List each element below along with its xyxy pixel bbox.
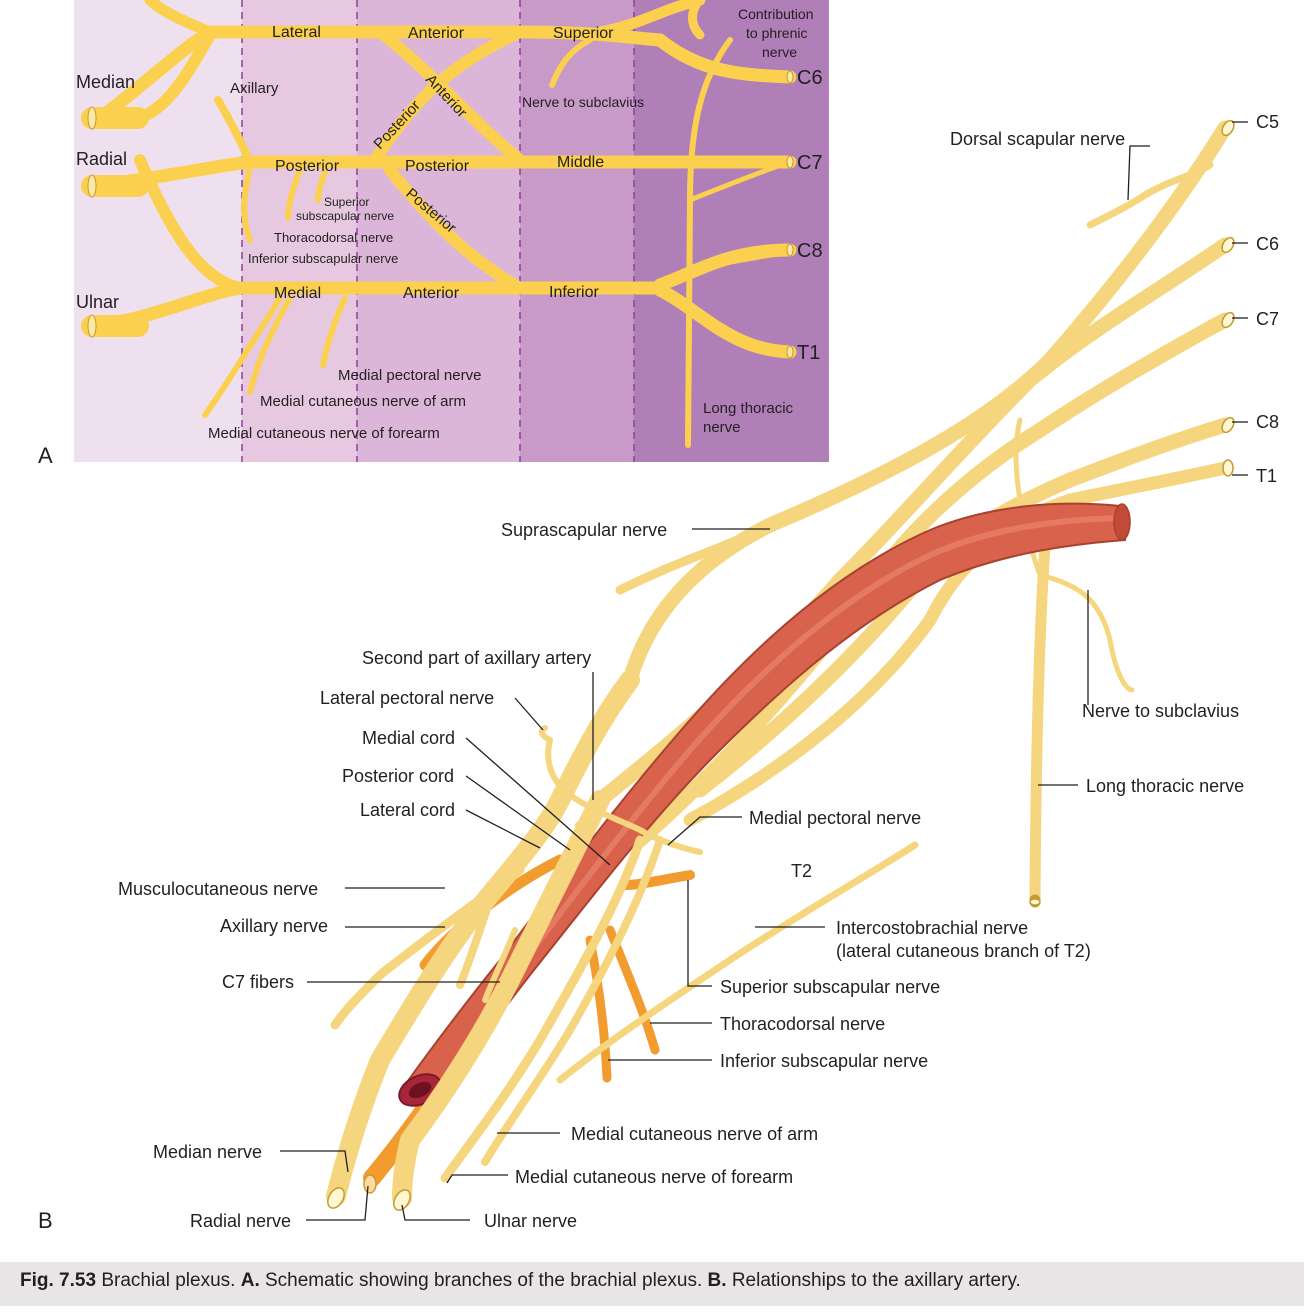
trunk-label-middle: Middle: [557, 154, 604, 171]
trunk-label-inferior: Inferior: [549, 284, 599, 301]
label-ulnar-nerve: Ulnar nerve: [484, 1211, 577, 1231]
band-branches: [242, 0, 357, 462]
nerves-front-layer: [326, 670, 919, 1208]
label-dorsal-scapular: Dorsal scapular nerve: [950, 129, 1125, 149]
caption-title: Brachial plexus.: [101, 1270, 236, 1291]
caption-a-label: A.: [240, 1270, 260, 1291]
root-label-b-c6: C6: [1256, 234, 1279, 254]
terminal-label-radial: Radial: [76, 149, 127, 169]
label-phrenic-1: Contribution: [738, 6, 814, 22]
panel-b-illustration: B C5 C6 C7 C8 T1 Dorsal scapular nerve S…: [38, 112, 1279, 1233]
root-label-c7: C7: [797, 152, 823, 174]
cord-label-medial: Medial: [274, 285, 321, 302]
label-thoracodorsal: Thoracodorsal nerve: [720, 1014, 885, 1034]
cord-label-posterior: Posterior: [275, 158, 340, 175]
label-suprascapular: Suprascapular nerve: [501, 520, 667, 540]
label-long-thoracic: Long thoracic nerve: [1086, 776, 1244, 796]
label-superior-subscapular-a-1: Superior: [324, 195, 369, 209]
schematic-nerves: [81, 0, 797, 448]
label-posterior-cord: Posterior cord: [342, 766, 454, 786]
label-medial-cutaneous-arm-a: Medial cutaneous nerve of arm: [260, 393, 466, 410]
label-nerve-to-subclavius: Nerve to subclavius: [1082, 701, 1239, 721]
label-thoracodorsal-a: Thoracodorsal nerve: [274, 230, 393, 245]
division-label-anterior-upper: Anterior: [408, 25, 465, 42]
figure-caption: Fig. 7.53 Brachial plexus. A. Schematic …: [20, 1270, 1021, 1292]
root-label-b-t1: T1: [1256, 466, 1277, 486]
trunk-label-superior: Superior: [553, 25, 614, 42]
label-median-nerve: Median nerve: [153, 1142, 262, 1162]
label-axillary-a: Axillary: [230, 80, 279, 97]
label-intercostobrachial-2: (lateral cutaneous branch of T2): [836, 941, 1091, 961]
label-medial-pectoral-a: Medial pectoral nerve: [338, 367, 481, 384]
panel-b-end-caps: [327, 119, 1235, 1211]
band-dividers: [241, 0, 635, 462]
label-superior-subscapular: Superior subscapular nerve: [720, 977, 940, 997]
label-intercostobrachial-1: Intercostobrachial nerve: [836, 918, 1028, 938]
label-inferior-subscapular-a: Inferior subscapular nerve: [248, 251, 398, 266]
root-label-b-c7: C7: [1256, 309, 1279, 329]
label-long-thoracic-a-2: nerve: [703, 419, 741, 436]
label-radial-nerve: Radial nerve: [190, 1211, 291, 1231]
label-lateral-cord: Lateral cord: [360, 800, 455, 820]
label-phrenic-2: to phrenic: [746, 25, 807, 41]
label-medial-pectoral: Medial pectoral nerve: [749, 808, 921, 828]
cord-label-lateral: Lateral: [272, 24, 321, 41]
division-label-anterior-lower: Anterior: [403, 285, 460, 302]
schematic-end-caps: [87, 70, 794, 359]
root-label-b-c8: C8: [1256, 412, 1279, 432]
division-label-posterior-middle: Posterior: [405, 158, 470, 175]
label-c7-fibers: C7 fibers: [222, 972, 294, 992]
label-axillary-nerve: Axillary nerve: [220, 916, 328, 936]
caption-a-text: Schematic showing branches of the brachi…: [265, 1270, 703, 1291]
label-superior-subscapular-a-2: subscapular nerve: [296, 209, 394, 223]
caption-bar: [0, 1262, 1304, 1306]
label-inferior-subscapular: Inferior subscapular nerve: [720, 1051, 928, 1071]
label-medial-cutaneous-forearm: Medial cutaneous nerve of forearm: [515, 1167, 793, 1187]
root-label-t1: T1: [797, 342, 820, 364]
label-medial-cutaneous-forearm-a: Medial cutaneous nerve of forearm: [208, 425, 440, 442]
root-label-b-c5: C5: [1256, 112, 1279, 132]
root-label-c6: C6: [797, 67, 823, 89]
panel-a-letter: A: [38, 443, 53, 468]
label-nerve-to-subclavius-a: Nerve to subclavius: [522, 94, 644, 110]
label-musculocutaneous: Musculocutaneous nerve: [118, 879, 318, 899]
caption-b-label: B.: [707, 1270, 727, 1291]
panel-a-schematic: A C6 C7 C8 T1 Median Radial Ulnar Superi…: [38, 0, 829, 468]
terminal-label-ulnar: Ulnar: [76, 292, 119, 312]
caption-b-text: Relationships to the axillary artery.: [731, 1270, 1021, 1291]
label-lateral-pectoral: Lateral pectoral nerve: [320, 688, 494, 708]
leader-lines: [280, 121, 1248, 1221]
panel-b-letter: B: [38, 1208, 53, 1233]
panel-b-labels: B C5 C6 C7 C8 T1 Dorsal scapular nerve S…: [38, 112, 1279, 1233]
root-label-c8: C8: [797, 240, 823, 262]
label-phrenic-3: nerve: [762, 44, 797, 60]
band-divisions: [520, 0, 634, 462]
caption-fig-number: Fig. 7.53: [20, 1270, 97, 1291]
label-t2: T2: [791, 861, 812, 881]
label-medial-cord: Medial cord: [362, 728, 455, 748]
terminal-label-median: Median: [76, 72, 135, 92]
label-medial-cutaneous-arm: Medial cutaneous nerve of arm: [571, 1124, 818, 1144]
label-second-part-axillary-artery: Second part of axillary artery: [362, 648, 591, 668]
label-long-thoracic-a-1: Long thoracic: [703, 400, 794, 417]
